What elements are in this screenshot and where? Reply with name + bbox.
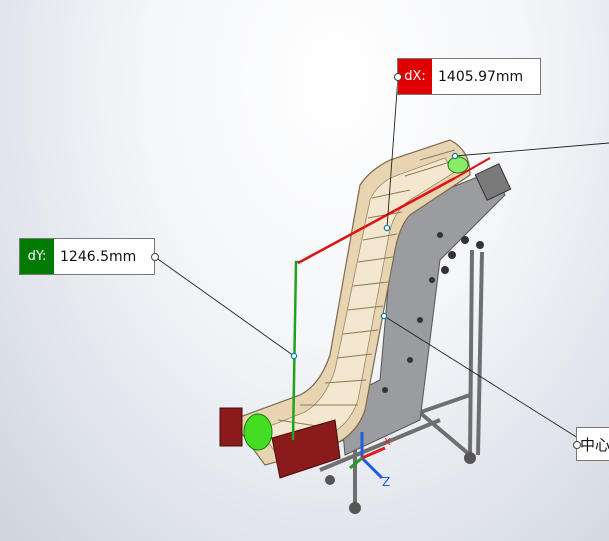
triad-x-label: X	[384, 437, 391, 448]
bottom-end-plate	[271, 419, 341, 479]
dx-dimension-callout[interactable]: dX: 1405.97mm	[397, 58, 541, 95]
dx-pin	[394, 73, 402, 81]
dx-measure-line-b	[454, 157, 491, 179]
dy-tag: dY:	[20, 239, 54, 274]
center-value: 中心	[580, 435, 609, 454]
dy-dimension-callout[interactable]: dY: 1246.5mm	[19, 238, 155, 275]
dy-value: 1246.5mm	[60, 248, 137, 265]
coordinate-triad-icon: Z X	[349, 432, 391, 489]
top-drum	[447, 156, 469, 174]
center-pin	[573, 441, 581, 449]
bottom-drum	[243, 413, 273, 451]
triad-z-label: Z	[382, 475, 390, 489]
bottom-left-plate	[219, 407, 243, 447]
dy-pin	[151, 253, 159, 261]
motor-mount	[474, 163, 512, 201]
leader-anchors	[290, 152, 459, 360]
dx-value: 1405.97mm	[438, 68, 524, 85]
caster-wheels	[325, 452, 476, 514]
dx-measure-line	[297, 176, 456, 265]
dx-tag: dX:	[398, 59, 432, 94]
belt-cleats	[277, 149, 456, 429]
leader-lines	[154, 76, 609, 439]
